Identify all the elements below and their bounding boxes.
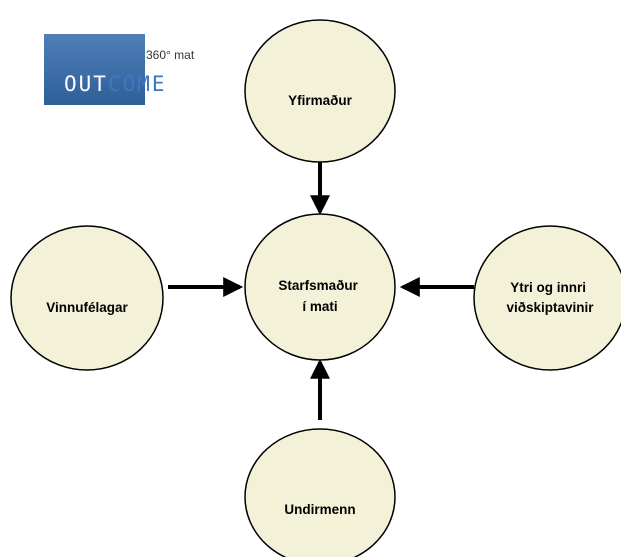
logo-subtitle: 360° mat xyxy=(146,48,195,62)
node-top: Yfirmaður xyxy=(244,19,396,163)
logo-word-out: OUT xyxy=(64,72,108,96)
outcome-logo: 360° mat OUTCOME xyxy=(44,34,204,106)
node-right: Ytri og innri viðskiptavinir xyxy=(473,225,621,371)
node-bottom-label: Undirmenn xyxy=(284,502,355,517)
node-left-label: Vinnufélagar xyxy=(46,300,128,315)
logo-wordmark: OUTCOME xyxy=(64,73,167,95)
node-left: Vinnufélagar xyxy=(10,225,164,371)
node-right-label: Ytri og innri viðskiptavinir xyxy=(506,280,594,315)
node-center: Starfsmaður í mati xyxy=(244,213,396,361)
logo-word-come: COME xyxy=(107,72,167,96)
node-bottom: Undirmenn xyxy=(244,428,396,557)
logo-block xyxy=(44,34,145,105)
node-top-label: Yfirmaður xyxy=(288,93,353,108)
node-center-label: Starfsmaður í mati xyxy=(278,278,361,314)
